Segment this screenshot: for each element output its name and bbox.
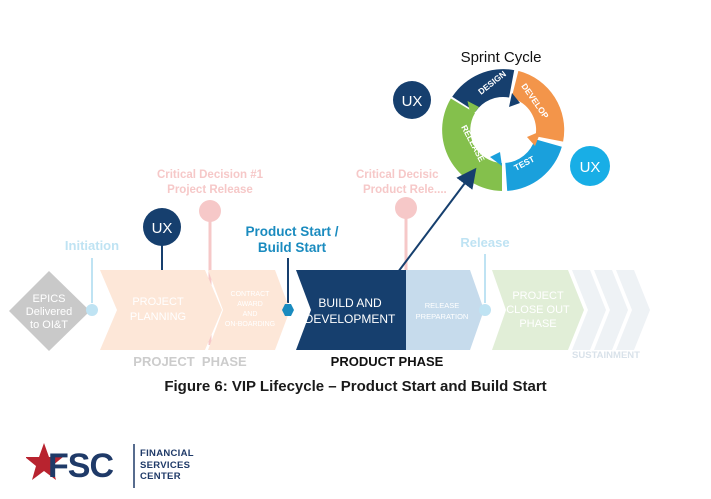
project-planning-label: PLANNING [130, 311, 186, 323]
contract-label: AWARD [237, 301, 263, 308]
sprint-cycle-title: Sprint Cycle [461, 49, 542, 66]
logo-mark: FSC [48, 447, 113, 485]
critical-decision-1-sublabel: Project Release [167, 184, 253, 196]
epics-label: Delivered [26, 306, 72, 318]
stage-build-development[interactable] [296, 270, 406, 350]
closeout-label: PROJECT [512, 290, 564, 302]
ux-badge-label: UX [152, 220, 173, 237]
product-phase-label: PRODUCT PHASE [331, 354, 444, 369]
contract-label: AND [243, 311, 258, 318]
product-start-hex [282, 304, 294, 316]
logo-line: FINANCIAL [140, 448, 194, 459]
star-icon [26, 443, 63, 480]
build-label: DEVELOPMENT [305, 312, 396, 326]
sustainment-label: SUSTAINMENT [572, 350, 640, 361]
stage-release-preparation [406, 270, 484, 350]
build-label: BUILD AND [318, 296, 382, 310]
logo-line: CENTER [140, 471, 181, 482]
release-milestone-label: Release [460, 235, 509, 250]
epics-label: EPICS [32, 293, 65, 305]
sprint-segment-develop [511, 70, 565, 142]
critical-decision-2-label: Critical Decisic [356, 169, 439, 181]
contract-label: CONTRACT [231, 291, 271, 298]
closeout-label: PHASE [519, 318, 556, 330]
ux-badge-test: UX [570, 146, 610, 186]
critical-decision-1-label: Critical Decision #1 [157, 169, 264, 181]
project-phase-label: PROJECT PHASE [133, 354, 247, 369]
initiation-label: Initiation [65, 238, 119, 253]
closeout-label: CLOSE OUT [506, 304, 570, 316]
sustainment-chevrons [572, 270, 650, 350]
fsc-logo: FSC [26, 443, 135, 488]
logo-text: FINANCIAL SERVICES CENTER [140, 448, 194, 483]
stage-project-planning [100, 270, 222, 350]
ux-badge-label: UX [580, 159, 601, 176]
stage-project-closeout [492, 270, 584, 350]
figure-caption: Figure 6: VIP Lifecycle – Product Start … [164, 378, 547, 395]
ux-badge-design: UX [393, 81, 431, 119]
contract-label: ON-BOARDING [225, 321, 275, 328]
stage-contract [208, 270, 290, 350]
ux-badge-planning: UX [143, 208, 181, 284]
release-prep-label: PREPARATION [416, 312, 469, 321]
epics-label: to OI&T [30, 319, 68, 331]
ux-badge-label: UX [402, 93, 423, 110]
sprint-segment-test [505, 139, 562, 191]
critical-decision-2-sublabel: Product Rele.... [363, 184, 447, 196]
product-start-sublabel: Build Start [258, 240, 327, 255]
sprint-arrow [397, 167, 477, 273]
project-planning-label: PROJECT [132, 296, 184, 308]
product-start-label: Product Start / [245, 224, 338, 239]
release-prep-label: RELEASE [425, 301, 460, 310]
stage-epics [9, 271, 90, 351]
logo-line: SERVICES [140, 459, 191, 471]
